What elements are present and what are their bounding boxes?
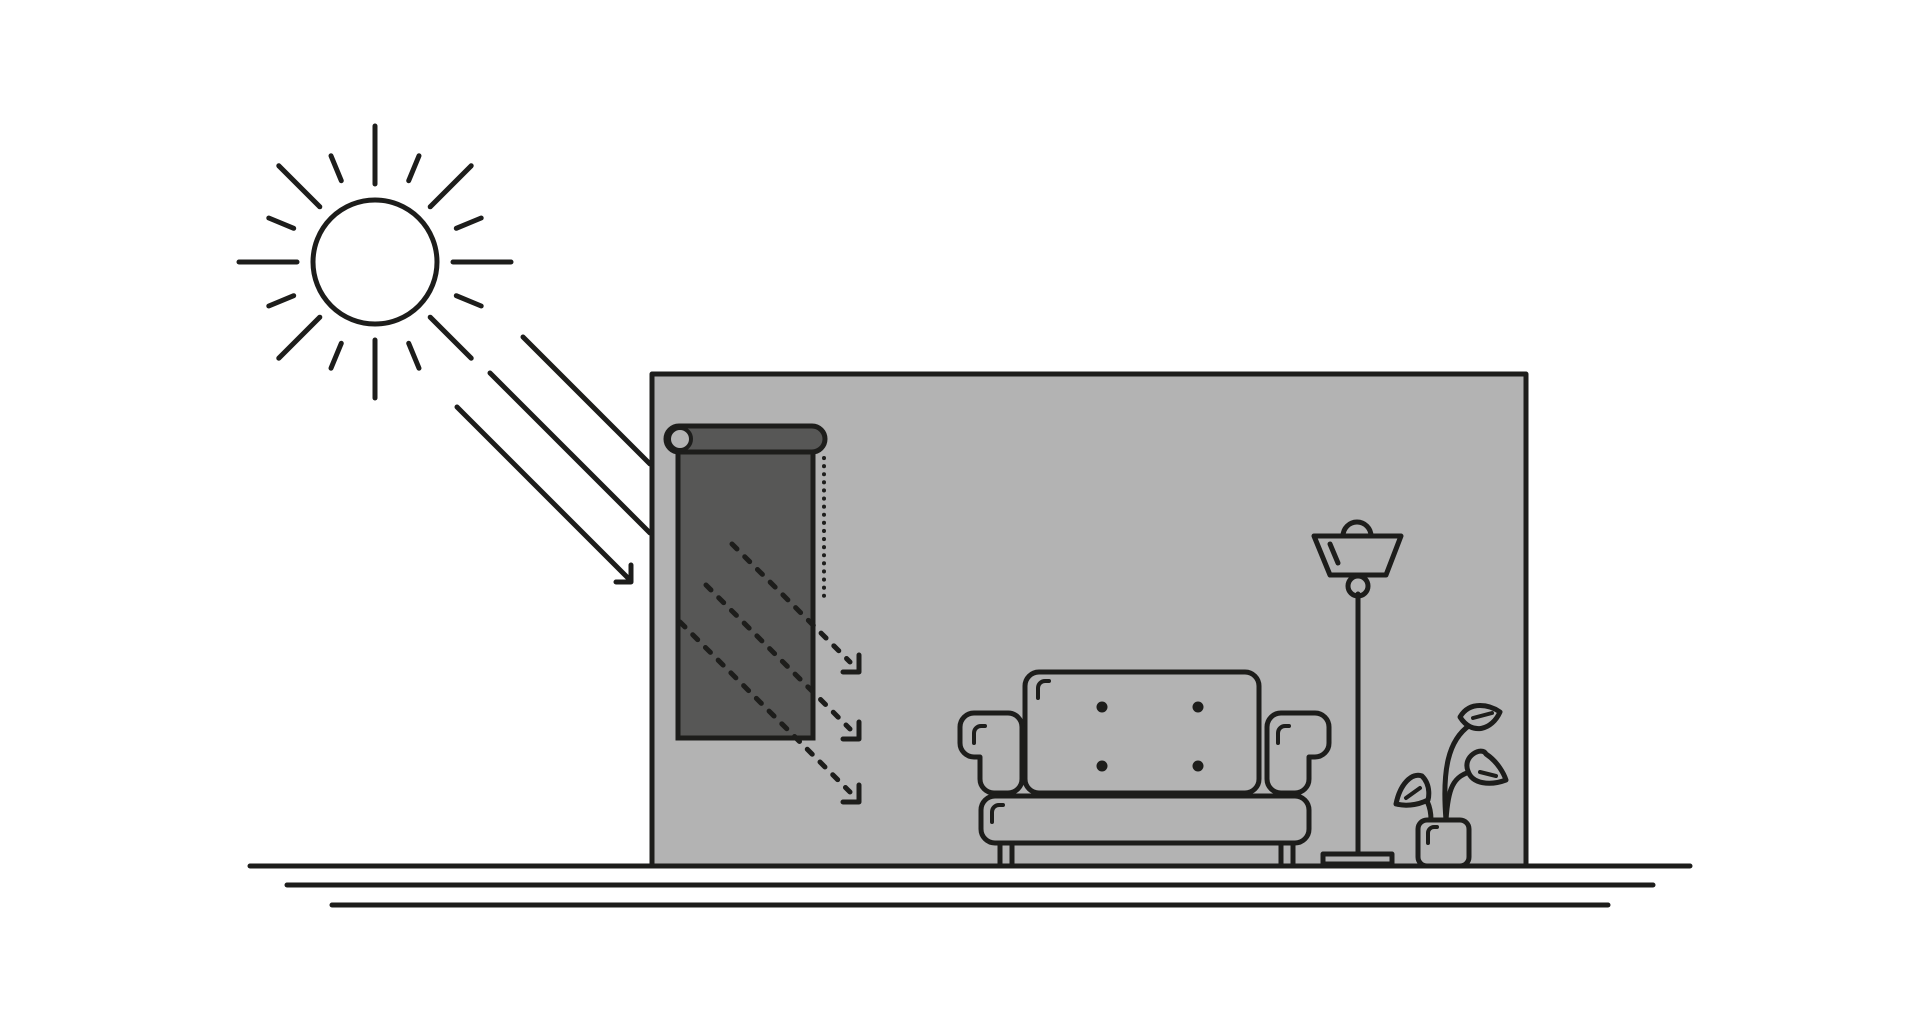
sofa-highlight [972,724,987,745]
sun-ray-short [328,340,344,371]
ray-arrowhead [613,562,634,585]
sun-ray-short [453,215,484,231]
sun-ray-short [406,340,422,371]
sofa-highlight [990,803,1005,824]
sun-ray-short [266,293,297,309]
filtered-light-rays [677,541,853,795]
blind-fabric [675,445,816,741]
sun-disc [310,197,440,327]
sofa-right-arm [1264,710,1332,796]
sofa-backrest [1022,669,1262,796]
sun-ray-long [427,163,474,210]
filtered-arrowhead [840,652,862,675]
sofa-highlight [1036,679,1051,700]
lamp-shade-highlight [1327,541,1341,566]
lamp-shade [1311,533,1404,578]
filtered-light-arrow-icon [703,582,853,732]
sofa-icon [957,669,1332,869]
filtered-arrowhead [840,782,862,805]
sofa-button [1192,701,1204,713]
ground-lines [247,863,1693,908]
incoming-light-rays [454,334,653,585]
sofa-buttons [1096,701,1204,772]
leaf-vein [1471,711,1494,720]
sun-ray-arrow-icon [520,334,653,467]
roller-tube [663,423,828,455]
sun-ray-arrow-icon [454,404,633,583]
sofa-button [1192,760,1204,772]
plant-pot [1415,817,1472,869]
sofa-button [1096,760,1108,772]
sun-ray-short [453,293,484,309]
sofa-seat [978,793,1312,846]
plant-leaf-veins [1404,711,1498,800]
sun-ray-long [427,314,474,361]
pot-highlight [1426,825,1439,845]
floor-lamp-icon [1311,519,1404,867]
sun-ray-arrow-icon [487,370,653,536]
sofa-legs [997,840,1296,869]
leaf-vein [1404,786,1422,800]
sun-ray-short [328,153,344,184]
filtered-light-arrow-icon [677,619,853,795]
sun-ray-short [406,153,422,184]
roller-blind-icon [663,423,862,805]
roller-end-cap [667,426,693,452]
sun-ray-short [266,215,297,231]
sun-ray-long [276,314,323,361]
filtered-arrowhead [840,719,862,742]
sofa-button [1096,701,1108,713]
sun-icon [236,123,514,401]
sofa-highlights [972,679,1291,824]
sofa-highlight [1276,724,1291,745]
lamp-finial [1340,519,1374,539]
lamp-base [1320,851,1395,867]
sun-rays [236,123,514,401]
sun-ray-long [276,163,323,210]
potted-plant-icon [1393,703,1509,869]
leaf-vein [1478,770,1498,778]
